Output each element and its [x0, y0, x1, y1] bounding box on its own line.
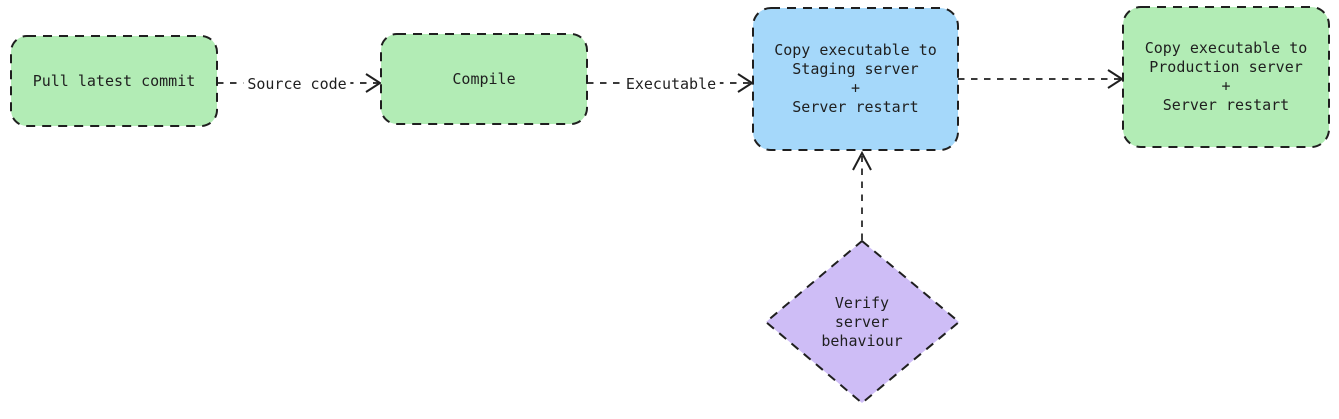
edge-label-source-code: Source code	[243, 75, 351, 93]
diagram-stroke-group	[10, 6, 1330, 404]
node-compile-shape	[380, 33, 588, 125]
arrowhead-up-icon	[852, 150, 872, 171]
arrowhead-right-icon	[365, 73, 382, 93]
edge-label-executable: Executable	[621, 75, 721, 93]
node-verify-server-behaviour-shape	[765, 240, 960, 404]
node-copy-to-staging-shape	[752, 7, 959, 151]
node-pull-latest-commit-shape	[10, 35, 218, 127]
node-copy-to-production-shape	[1122, 6, 1330, 148]
